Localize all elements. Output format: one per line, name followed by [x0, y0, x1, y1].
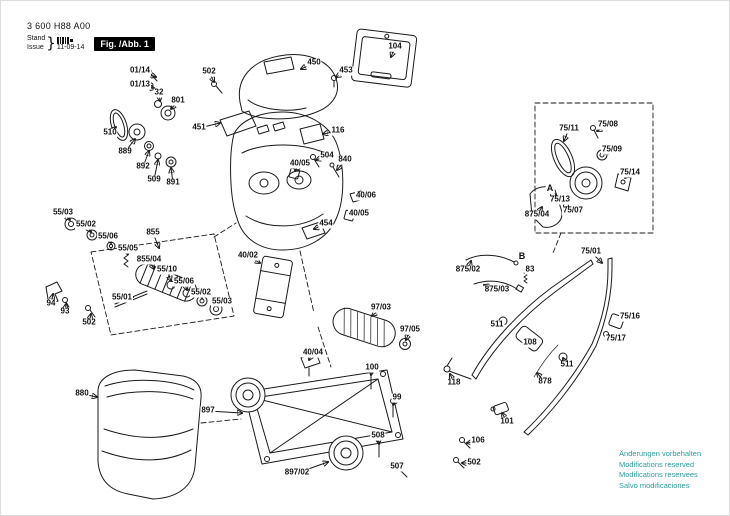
part-label-75-13: 75/13 — [548, 194, 572, 205]
part-label-75-14: 75/14 — [618, 167, 642, 178]
mount-plate-drawing — [351, 28, 418, 88]
title-block: 3 600 H88 A00 Stand Issue } 11-09-14 Fig… — [27, 21, 155, 53]
part-label-453: 453 — [338, 65, 354, 76]
part-label-75-11: 75/11 — [558, 123, 580, 134]
issue-label: Issue — [27, 43, 44, 51]
part-label-878: 878 — [537, 376, 553, 387]
notice-line-fr: Modifications reservees — [619, 470, 698, 479]
part-label-55-03: 55/03 — [51, 207, 75, 218]
part-label-510: 510 — [102, 127, 118, 138]
front-plate-drawing — [253, 255, 293, 319]
part-label-94: 94 — [45, 298, 57, 309]
part-number: 3 600 H88 A00 — [27, 21, 91, 31]
handle-assembly-drawing — [443, 254, 613, 469]
part-label-116: 116 — [330, 125, 346, 136]
part-label-891: 891 — [165, 177, 181, 188]
part-label-855-04: 855/04 — [135, 254, 163, 265]
brace-glyph: } — [46, 34, 56, 53]
stand-label: Stand — [27, 35, 46, 42]
part-label-55-02: 55/02 — [74, 219, 98, 230]
part-label-840: 840 — [337, 154, 353, 165]
issue-date: 11-09-14 — [56, 43, 85, 51]
part-label-55-05: 55/05 — [116, 243, 140, 254]
part-label-93: 93 — [59, 306, 71, 317]
part-label-75-07: 75/07 — [561, 205, 585, 216]
part-label-40-04: 40/04 — [301, 347, 325, 358]
part-label-83: 83 — [524, 264, 536, 275]
part-label-40-05: 40/05 — [288, 158, 312, 169]
part-label-55-03: 55/03 — [210, 296, 234, 307]
part-label-40-02: 40/02 — [236, 250, 260, 261]
part-label-75-09: 75/09 — [600, 144, 624, 155]
part-label-892: 892 — [135, 161, 151, 172]
part-label-55-10: 55/10 — [155, 264, 179, 275]
part-label-75-16: 75/16 — [618, 311, 642, 322]
part-label-32: 32 — [153, 87, 165, 98]
part-label-55-06: 55/06 — [172, 276, 196, 287]
part-label-502: 502 — [81, 317, 97, 328]
part-label-509: 509 — [146, 174, 162, 185]
part-label-502: 502 — [201, 66, 217, 77]
part-label-875-02: 875/02 — [454, 264, 482, 275]
part-label-889: 889 — [117, 146, 133, 157]
ref-marker-B: B — [517, 251, 527, 262]
part-label-454: 454 — [318, 218, 334, 229]
part-label-504: 504 — [319, 150, 335, 161]
part-label-97-05: 97/05 — [398, 324, 422, 335]
ref-marker-A: A — [545, 183, 555, 194]
part-label-75-17: 75/17 — [604, 333, 628, 344]
part-label-875-04: 875/04 — [523, 209, 551, 220]
part-label-100: 100 — [364, 362, 380, 373]
part-label-502: 502 — [466, 457, 482, 468]
grass-box-drawing — [97, 369, 202, 500]
part-label-108: 108 — [522, 337, 538, 348]
notice-line-en: Modifications reserved — [619, 459, 695, 469]
part-label-55-02: 55/02 — [189, 287, 213, 298]
part-label-855: 855 — [145, 227, 161, 238]
notice-line-es: Salvo modificaciones — [619, 480, 690, 490]
part-label-897: 897 — [200, 405, 216, 416]
part-label-97-03: 97/03 — [369, 302, 393, 313]
part-label-118: 118 — [446, 377, 462, 388]
part-label-897-02: 897/02 — [283, 467, 311, 478]
part-label-40-06: 40/06 — [354, 190, 378, 201]
part-label-40-05: 40/05 — [347, 208, 371, 219]
part-label-55-06: 55/06 — [96, 231, 120, 242]
part-label-106: 106 — [470, 435, 486, 446]
figure-badge: Fig. /Abb. 1 — [94, 36, 155, 51]
modifications-notice: Änderungen vorbehalten Modifications res… — [619, 449, 701, 491]
deck-housing-drawing — [219, 110, 344, 251]
notice-line-de: Änderungen vorbehalten — [619, 449, 702, 458]
part-label-99: 99 — [391, 392, 403, 403]
part-label-75-01: 75/01 — [579, 246, 603, 257]
part-label-507: 507 — [389, 461, 405, 472]
date-stamp-icon — [56, 36, 73, 44]
part-label-511: 511 — [559, 359, 575, 370]
part-label-104: 104 — [387, 41, 403, 52]
part-label-450: 450 — [306, 57, 322, 68]
part-label-101: 101 — [499, 416, 515, 427]
part-label-801: 801 — [170, 95, 186, 106]
part-label-451: 451 — [191, 122, 207, 133]
part-label-511: 511 — [489, 319, 505, 330]
part-label-75-08: 75/08 — [596, 119, 620, 130]
part-label-01-14: 01/14 — [128, 65, 152, 76]
part-label-01-13: 01/13 — [128, 79, 152, 90]
part-label-875-03: 875/03 — [483, 284, 511, 295]
part-label-880: 880 — [74, 388, 90, 399]
part-label-508: 508 — [370, 430, 386, 441]
part-label-55-01: 55/01 — [110, 292, 134, 303]
construction-lines — [200, 222, 562, 424]
